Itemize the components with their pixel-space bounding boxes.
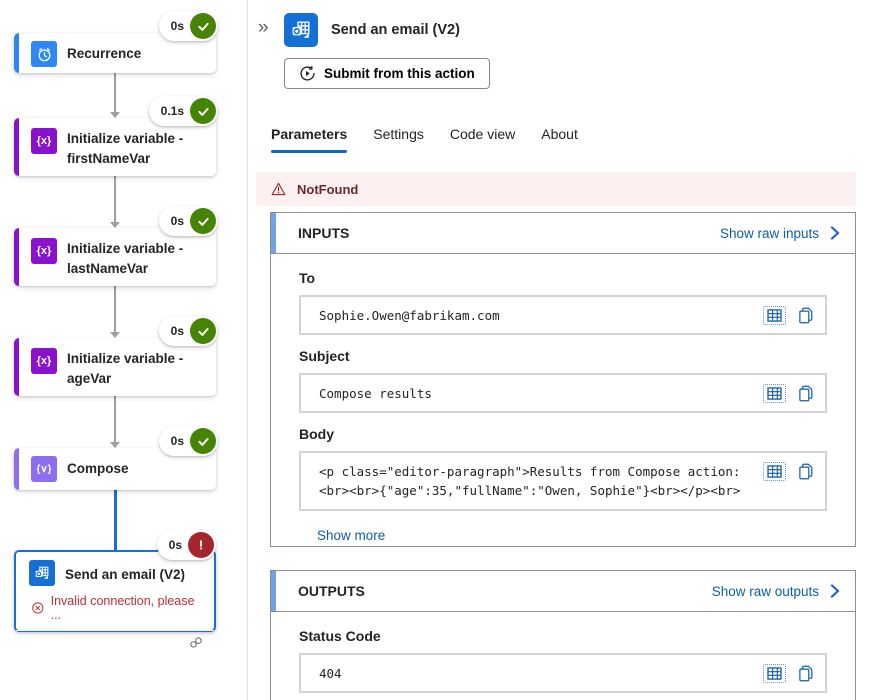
status-badge: 0s bbox=[158, 426, 218, 456]
node-initialize-lastname[interactable]: 0s {x} Initialize variable - lastNameVar bbox=[14, 206, 218, 286]
duration-label: 0s bbox=[168, 538, 182, 552]
duration-label: 0.1s bbox=[160, 104, 184, 118]
arrow-down-icon bbox=[110, 332, 120, 338]
show-more-link[interactable]: Show more bbox=[317, 528, 386, 543]
connector-line bbox=[110, 73, 120, 118]
collapse-panel-icon[interactable]: » bbox=[258, 17, 269, 38]
resubmit-play-icon bbox=[300, 65, 315, 81]
node-title: Recurrence bbox=[67, 46, 142, 61]
field-subject: Compose results bbox=[299, 373, 827, 413]
tab-parameters[interactable]: Parameters bbox=[271, 126, 348, 153]
field-body: <p class="editor-paragraph">Results from… bbox=[299, 451, 827, 511]
outlook-icon bbox=[284, 13, 318, 47]
node-title: Initialize variable - lastNameVar bbox=[67, 241, 184, 276]
copy-icon[interactable] bbox=[798, 665, 813, 682]
show-raw-inputs-link[interactable]: Show raw inputs bbox=[720, 226, 841, 241]
connector-line-selected bbox=[114, 490, 117, 550]
outlook-icon bbox=[29, 560, 55, 586]
status-badge: 0.1s bbox=[148, 96, 218, 126]
inputs-heading: INPUTS bbox=[298, 225, 350, 241]
copy-icon[interactable] bbox=[798, 307, 813, 324]
error-exclamation-icon bbox=[188, 532, 214, 558]
tab-bar: Parameters Settings Code view About bbox=[271, 126, 578, 153]
table-view-icon[interactable] bbox=[763, 462, 786, 481]
show-raw-outputs-link[interactable]: Show raw outputs bbox=[712, 584, 841, 599]
connector-line bbox=[110, 176, 120, 228]
inputs-header: INPUTS Show raw inputs bbox=[271, 213, 855, 254]
node-error-message: Invalid connection, please ... bbox=[16, 594, 214, 630]
status-badge: 0s bbox=[156, 530, 216, 560]
node-accent-bar bbox=[14, 33, 19, 73]
node-compose[interactable]: 0s {∨} Compose bbox=[14, 426, 218, 490]
variable-icon: {x} bbox=[31, 348, 57, 374]
node-title: Initialize variable - ageVar bbox=[67, 351, 184, 386]
arrow-down-icon bbox=[110, 222, 120, 228]
status-badge: 0s bbox=[158, 206, 218, 236]
error-banner-text: NotFound bbox=[297, 181, 359, 197]
field-label-subject: Subject bbox=[299, 348, 350, 364]
node-recurrence[interactable]: 0s Recurrence bbox=[14, 11, 218, 73]
field-label-body: Body bbox=[299, 426, 334, 442]
field-status-code: 404 bbox=[299, 653, 827, 693]
node-title: Initialize variable - firstNameVar bbox=[67, 131, 184, 166]
field-label-to: To bbox=[299, 270, 316, 286]
node-title: Compose bbox=[67, 461, 129, 476]
recurrence-clock-icon bbox=[31, 41, 57, 67]
field-to-value: Sophie.Owen@fabrikam.com bbox=[319, 307, 500, 323]
panel-title: Send an email (V2) bbox=[331, 22, 460, 38]
field-to: Sophie.Owen@fabrikam.com bbox=[299, 295, 827, 335]
tab-about[interactable]: About bbox=[541, 126, 578, 142]
arrow-down-icon bbox=[110, 442, 120, 448]
success-check-icon bbox=[190, 98, 216, 124]
outputs-heading: OUTPUTS bbox=[298, 583, 365, 599]
success-check-icon bbox=[190, 428, 216, 454]
duration-label: 0s bbox=[170, 324, 184, 338]
error-circle-x-icon bbox=[32, 602, 44, 614]
success-check-icon bbox=[190, 318, 216, 344]
node-accent-bar bbox=[14, 118, 19, 176]
variable-icon: {x} bbox=[31, 238, 57, 264]
duration-label: 0s bbox=[170, 214, 184, 228]
node-accent-bar bbox=[14, 228, 19, 286]
connector-line bbox=[110, 396, 120, 448]
compose-icon: {∨} bbox=[31, 456, 57, 482]
field-label-status-code: Status Code bbox=[299, 628, 381, 644]
table-view-icon[interactable] bbox=[763, 383, 786, 403]
tab-code-view[interactable]: Code view bbox=[449, 126, 516, 142]
success-check-icon bbox=[190, 208, 216, 234]
tab-settings[interactable]: Settings bbox=[373, 126, 424, 142]
node-title: Send an email (V2) bbox=[65, 566, 186, 582]
field-body-value: <p class="editor-paragraph">Results from… bbox=[319, 464, 748, 498]
connector-line bbox=[110, 286, 120, 338]
warning-triangle-icon bbox=[271, 182, 286, 196]
error-banner: NotFound bbox=[256, 172, 856, 206]
duration-label: 0s bbox=[170, 19, 184, 33]
inputs-card: INPUTS Show raw inputs To Sophie.Owen@fa… bbox=[270, 212, 856, 547]
arrow-down-icon bbox=[110, 112, 120, 118]
table-view-icon[interactable] bbox=[763, 305, 786, 325]
node-accent-bar bbox=[14, 448, 19, 490]
chevron-right-icon bbox=[830, 226, 840, 240]
connection-link-icon[interactable] bbox=[188, 635, 204, 650]
field-subject-value: Compose results bbox=[319, 385, 432, 401]
variable-icon: {x} bbox=[31, 128, 57, 154]
node-initialize-age[interactable]: 0s {x} Initialize variable - ageVar bbox=[14, 316, 218, 396]
copy-icon[interactable] bbox=[798, 463, 813, 480]
outputs-card: OUTPUTS Show raw outputs Status Code 404 bbox=[270, 570, 856, 700]
node-footer bbox=[16, 630, 214, 654]
node-send-email[interactable]: 0s Send an email (V2) Invalid connection… bbox=[14, 530, 216, 648]
field-status-code-value: 404 bbox=[319, 665, 342, 681]
node-initialize-firstname[interactable]: 0.1s {x} Initialize variable - firstName… bbox=[14, 96, 218, 176]
chevron-right-icon bbox=[830, 584, 840, 598]
outputs-header: OUTPUTS Show raw outputs bbox=[271, 571, 855, 612]
status-badge: 0s bbox=[158, 11, 218, 41]
status-badge: 0s bbox=[158, 316, 218, 346]
success-check-icon bbox=[190, 13, 216, 39]
submit-from-action-button[interactable]: Submit from this action bbox=[284, 58, 490, 89]
duration-label: 0s bbox=[170, 434, 184, 448]
copy-icon[interactable] bbox=[798, 385, 813, 402]
workflow-canvas: 0s Recurrence 0.1s {x} bbox=[0, 0, 248, 700]
table-view-icon[interactable] bbox=[763, 663, 786, 683]
node-accent-bar bbox=[14, 338, 19, 396]
